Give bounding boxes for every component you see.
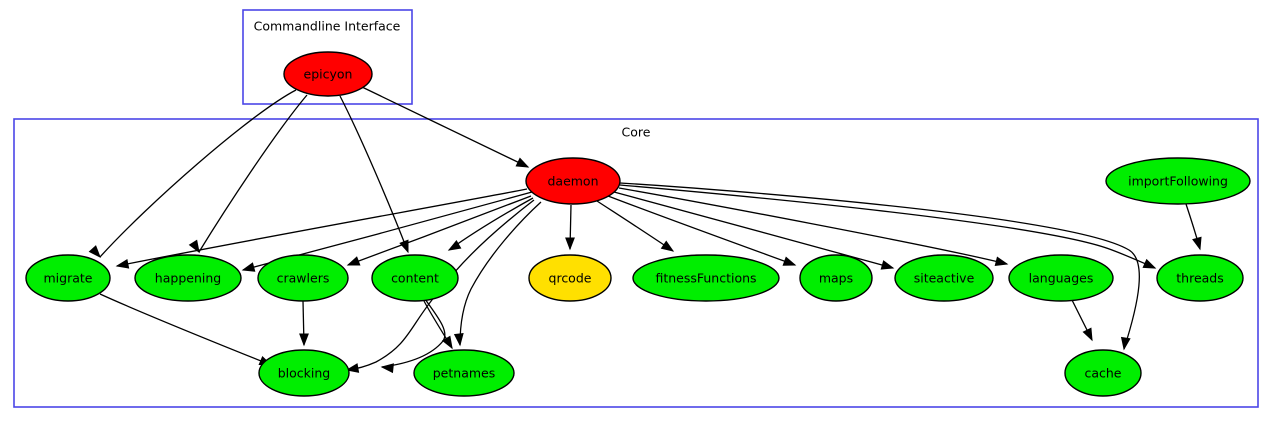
arrowhead-10 — [782, 256, 797, 266]
node-label-happening: happening — [155, 271, 221, 286]
arrowhead-7 — [447, 239, 462, 251]
edge-migrate-to-blocking — [99, 293, 272, 366]
arrowhead-layer — [88, 157, 1202, 374]
node-label-petnames: petnames — [433, 366, 496, 381]
arrowhead-13 — [1142, 258, 1157, 269]
node-label-threads: threads — [1176, 271, 1224, 286]
edge-epicyon-to-content — [339, 95, 409, 253]
node-shape-threads[interactable] — [1156, 254, 1244, 302]
node-label-importFollowing: importFollowing — [1128, 174, 1228, 189]
cluster-cli: Commandline Interface — [242, 9, 413, 105]
node-shape-importFollowing[interactable] — [1105, 157, 1251, 205]
arrowhead-15 — [345, 363, 360, 373]
arrowhead-1 — [188, 239, 200, 254]
node-content[interactable]: content — [371, 254, 459, 302]
node-threads[interactable]: threads — [1156, 254, 1244, 302]
cluster-core: Core — [13, 118, 1259, 408]
node-label-epicyon: epicyon — [304, 67, 353, 82]
node-shape-blocking[interactable] — [258, 349, 350, 397]
node-label-blocking: blocking — [278, 366, 331, 381]
edge-daemon-to-blocking — [346, 199, 535, 371]
node-shape-cache[interactable] — [1064, 349, 1142, 397]
node-petnames[interactable]: petnames — [413, 349, 515, 397]
node-label-maps: maps — [819, 271, 853, 286]
edge-epicyon-to-happening — [198, 94, 308, 253]
arrowhead-5 — [241, 262, 256, 272]
edge-daemon-to-content — [448, 197, 534, 251]
node-shape-petnames[interactable] — [413, 349, 515, 397]
node-importFollowing[interactable]: importFollowing — [1105, 157, 1251, 205]
node-shape-migrate[interactable] — [25, 254, 111, 302]
node-label-crawlers: crawlers — [277, 271, 330, 286]
edge-epicyon-to-daemon — [361, 86, 529, 168]
arrowhead-3 — [515, 157, 530, 168]
arrowhead-18 — [380, 363, 394, 374]
node-blocking[interactable]: blocking — [258, 349, 350, 397]
arrowhead-17 — [441, 335, 453, 350]
arrowhead-0 — [88, 245, 101, 259]
node-shape-siteactive[interactable] — [894, 254, 994, 302]
node-shape-fitnessFunctions[interactable] — [632, 254, 780, 302]
edge-daemon-to-petnames — [459, 201, 542, 346]
node-cache[interactable]: cache — [1064, 349, 1142, 397]
node-maps[interactable]: maps — [799, 254, 873, 302]
node-shape-qrcode[interactable] — [528, 254, 612, 302]
node-label-fitnessFunctions: fitnessFunctions — [655, 271, 756, 286]
arrowhead-22 — [1192, 236, 1202, 251]
node-label-migrate: migrate — [44, 271, 93, 286]
node-daemon[interactable]: daemon — [525, 157, 621, 205]
node-shape-daemon[interactable] — [525, 157, 621, 205]
arrowhead-8 — [565, 237, 575, 251]
edge-daemon-to-fitnessFunctions — [596, 200, 674, 252]
arrowhead-9 — [660, 240, 675, 252]
edge-daemon-to-maps — [607, 195, 796, 266]
arrowhead-2 — [399, 239, 409, 254]
cluster-border-cli — [242, 9, 413, 105]
edge-daemon-to-crawlers — [347, 195, 532, 266]
edge-daemon-to-threads — [619, 184, 1156, 269]
edge-daemon-to-siteactive — [613, 191, 894, 269]
node-label-languages: languages — [1029, 271, 1094, 286]
edge-daemon-to-languages — [618, 187, 1008, 265]
node-label-siteactive: siteactive — [914, 271, 975, 286]
node-qrcode[interactable]: qrcode — [528, 254, 612, 302]
node-shape-content[interactable] — [371, 254, 459, 302]
arrowhead-12 — [994, 256, 1009, 266]
arrowhead-11 — [880, 260, 895, 270]
node-label-cache: cache — [1084, 366, 1121, 381]
node-shape-languages[interactable] — [1008, 254, 1114, 302]
arrowhead-4 — [115, 258, 130, 269]
arrowhead-14 — [1120, 336, 1131, 351]
node-shape-epicyon[interactable] — [283, 51, 373, 97]
node-epicyon[interactable]: epicyon — [283, 51, 373, 97]
node-label-qrcode: qrcode — [549, 271, 592, 286]
node-label-content: content — [391, 271, 439, 286]
node-shape-crawlers[interactable] — [257, 254, 349, 302]
edge-epicyon-to-migrate — [99, 89, 297, 258]
node-migrate[interactable]: migrate — [25, 254, 111, 302]
node-fitnessFunctions[interactable]: fitnessFunctions — [632, 254, 780, 302]
arrowhead-21 — [1082, 327, 1093, 342]
edge-daemon-to-migrate — [116, 188, 528, 267]
cluster-border-core — [13, 118, 1259, 408]
cluster-label-core: Core — [622, 125, 651, 140]
node-label-daemon: daemon — [547, 174, 598, 189]
edge-daemon-to-cache — [619, 182, 1140, 350]
node-shape-maps[interactable] — [799, 254, 873, 302]
arrowhead-20 — [299, 333, 309, 347]
node-layer: epicyon daemon importFollowing migrate happe… — [25, 51, 1251, 397]
node-crawlers[interactable]: crawlers — [257, 254, 349, 302]
node-languages[interactable]: languages — [1008, 254, 1114, 302]
node-siteactive[interactable]: siteactive — [894, 254, 994, 302]
arrowhead-6 — [346, 256, 361, 266]
node-shape-happening[interactable] — [134, 254, 242, 302]
node-happening[interactable]: happening — [134, 254, 242, 302]
cluster-label-cli: Commandline Interface — [254, 19, 401, 34]
arrowhead-16 — [453, 333, 464, 347]
